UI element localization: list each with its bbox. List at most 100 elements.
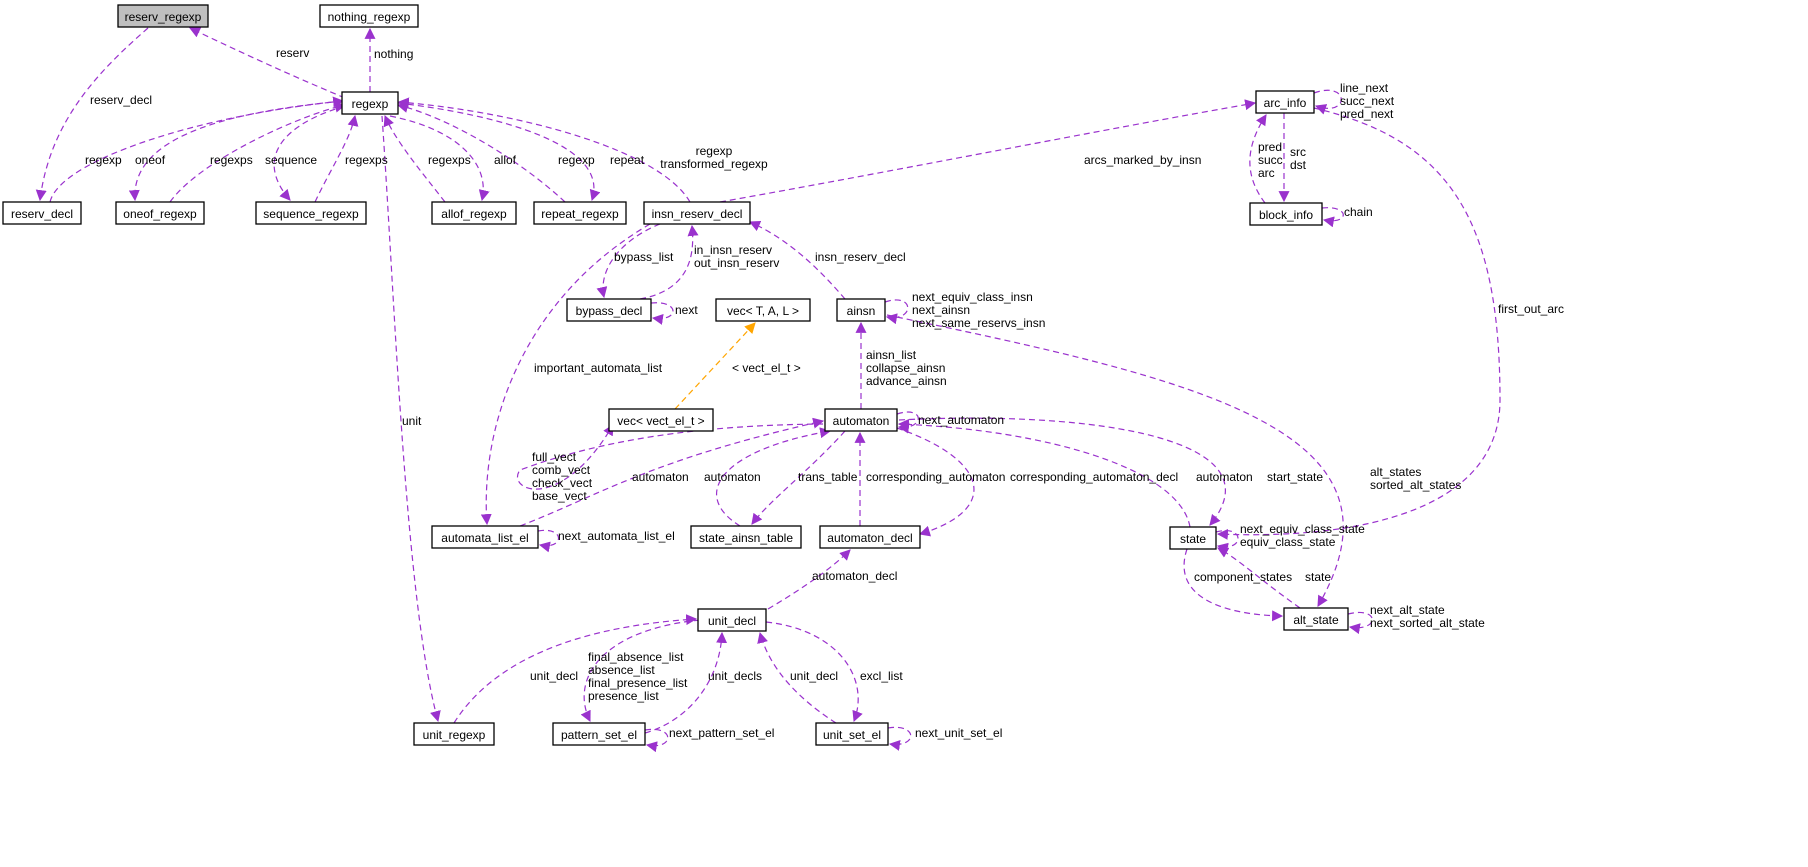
node-label: reserv_decl [11,207,73,221]
node-allof-regexp[interactable]: allof_regexp [431,201,517,225]
edge-regexp-rd [49,96,345,203]
node-box [566,298,652,322]
edge-label-trans-table: trans_table [798,470,858,484]
edge-reserv-decl [35,27,149,202]
edge-lists [580,619,701,722]
edge-automaton-1 [517,423,824,490]
edge-regexp-ird [397,97,691,203]
node-box [643,201,751,225]
node-label: pattern_set_el [561,728,637,742]
edge-alt-self [1347,611,1373,635]
edge-label-corr-automaton: corresponding_automaton [866,470,1005,484]
edge-insn-reserv-decl [748,221,846,300]
node-repeat-regexp[interactable]: repeat_regexp [533,201,627,225]
edge-label-automaton-decl: automaton_decl [812,569,897,583]
edge-unit-decl-2 [757,631,837,724]
node-alt-state[interactable]: alt_state [1283,607,1349,631]
node-regexp[interactable]: regexp [341,91,399,115]
node-label: oneof_regexp [123,207,197,221]
edge-repeat [397,102,601,202]
edge-unit-decl-1 [453,614,698,724]
edge-label-next-automaton: next_automaton [918,413,1004,427]
edge-sequence [273,105,346,201]
node-box [552,722,646,746]
edge-next [650,302,674,325]
node-label: vec< vect_el_t > [617,414,704,428]
node-unit-set-el[interactable]: unit_set_el [815,722,889,746]
node-box [2,201,82,225]
edge-label-reserv-decl: reserv_decl [90,93,152,107]
edge-label-bypass-list: bypass_list [614,250,674,264]
node-block-info[interactable]: block_info [1249,202,1323,226]
node-vec-tal[interactable]: vec< T, A, L > [715,298,811,322]
edge-arcs-marked [719,99,1257,203]
node-arc-info[interactable]: arc_info [1255,90,1315,114]
edge-label-state: state [1305,570,1331,584]
node-box [836,298,886,322]
node-label: state [1180,532,1206,546]
edge-vects [519,417,825,527]
edge-label-sequence: sequence [265,153,317,167]
edge-label-insn-reserv-decl: insn_reserv_decl [815,250,906,264]
node-box [690,525,802,549]
node-label: repeat_regexp [541,207,619,221]
node-box [715,298,811,322]
node-label: block_info [1259,208,1313,222]
edge-first-out-arc [1216,107,1501,540]
node-automaton[interactable]: automaton [824,408,898,432]
edge-label-nothing: nothing [374,47,413,61]
edge-label-regexps-1: regexps [210,153,253,167]
node-automaton-decl[interactable]: automaton_decl [819,525,921,549]
node-unit-decl[interactable]: unit_decl [697,608,767,632]
edge-regexps-3 [383,114,446,203]
edge-label-unit-decl-2: unit_decl [790,669,838,683]
edge-label-component-states: component_states [1194,570,1292,584]
edge-automaton-3 [897,418,1191,528]
node-oneof-regexp[interactable]: oneof_regexp [115,201,205,225]
edge-state [1217,547,1301,609]
node-label: reserv_regexp [125,10,202,24]
node-bypass-decl[interactable]: bypass_decl [566,298,652,322]
node-box [1255,90,1315,114]
edge-label-next-use: next_unit_set_el [915,726,1002,740]
edge-label-automaton-2: automaton [704,470,761,484]
node-unit-regexp[interactable]: unit_regexp [413,722,495,746]
node-insn-reserv-decl[interactable]: insn_reserv_decl [643,201,751,225]
node-label: alt_state [1293,613,1339,627]
node-sequence-regexp[interactable]: sequence_regexp [255,201,367,225]
edge-label-allof: allof [494,153,517,167]
node-state[interactable]: state [1169,526,1217,550]
node-reserv-decl[interactable]: reserv_decl [2,201,82,225]
node-reserv-regexp[interactable]: reserv_regexp [117,4,209,28]
node-label: automaton_decl [827,531,912,545]
node-vec-vect[interactable]: vec< vect_el_t > [608,408,714,432]
node-box [117,4,209,28]
node-automata-list-el[interactable]: automata_list_el [431,525,539,549]
edge-important [480,223,651,526]
node-label: regexp [352,97,389,111]
node-nothing-regexp[interactable]: nothing_regexp [319,4,419,28]
node-box [1249,202,1323,226]
edge-chain [1321,207,1344,228]
edge-start-state [898,417,1226,526]
node-state-ainsn-table[interactable]: state_ainsn_table [690,525,802,549]
node-label: automaton [833,414,890,428]
edge-label-regexp-rd: regexp [85,153,122,167]
edge-pred-succ-arc [1249,114,1267,204]
edge-in-out-insn [639,224,699,300]
edge-next-use [887,726,912,751]
node-box [319,4,419,28]
edge-corr-automaton-decl [896,427,975,537]
node-ainsn[interactable]: ainsn [836,298,886,322]
node-pattern-set-el[interactable]: pattern_set_el [552,722,646,746]
edge-label-automaton-1: automaton [632,470,689,484]
edge-label-next-pse: next_pattern_set_el [669,726,774,740]
